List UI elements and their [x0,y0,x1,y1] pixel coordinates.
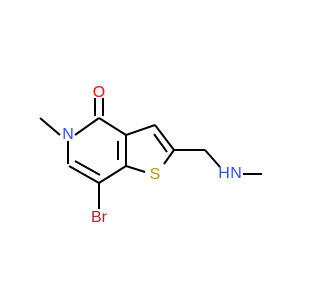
bond-c3-c2 [154,124,175,151]
bond-n5-methyl [39,117,61,136]
bond-c4-n5 [74,117,100,136]
bond-s1-c7a [125,165,146,173]
bond-c3-c2-double [153,133,168,153]
sulfur-atom: S [150,166,161,183]
bond-c3a-c4 [98,117,127,136]
amine-nitrogen-atom: N [230,165,242,182]
bond-c6-c7 [68,165,100,184]
molecule-structure: O N S Br H N [39,84,262,226]
ring-nitrogen-atom: N [62,126,74,143]
bond-ch2-nh [204,149,221,168]
amine-hydrogen-atom: H [218,165,230,182]
bond-c2-s1 [163,149,175,165]
bond-c6-c7-double [74,160,101,176]
bond-c7-c7a [98,165,127,184]
oxygen-atom: O [93,84,105,101]
bromine-atom: Br [91,209,108,226]
bond-c3a-c3 [125,124,156,136]
